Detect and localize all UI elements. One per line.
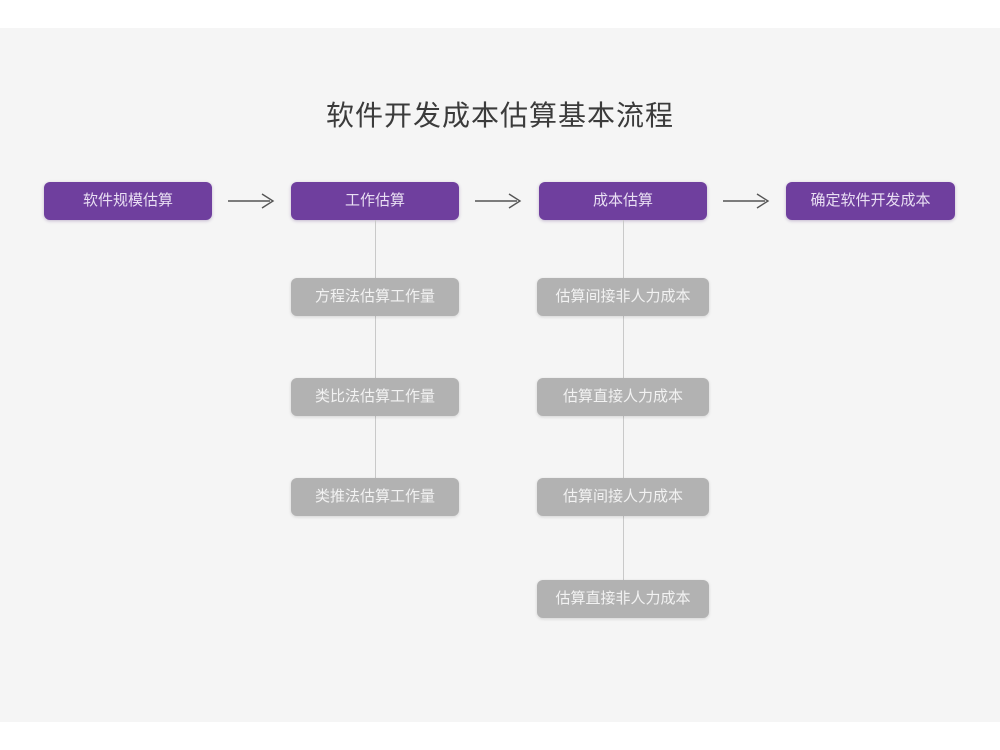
flow-node-step-3[interactable]: 成本估算 (539, 182, 707, 220)
arrow-right-icon-1 (226, 190, 278, 212)
flow-node-cost-4[interactable]: 估算直接非人力成本 (537, 580, 709, 618)
flow-node-step-4[interactable]: 确定软件开发成本 (786, 182, 955, 220)
connector-work-1 (375, 316, 376, 378)
flow-node-work-2[interactable]: 类比法估算工作量 (291, 378, 459, 416)
arrow-right-icon-3 (721, 190, 773, 212)
connector-cost-3 (623, 516, 624, 580)
connector-work-0 (375, 220, 376, 278)
connector-cost-1 (623, 316, 624, 378)
flow-node-step-1[interactable]: 软件规模估算 (44, 182, 212, 220)
connector-cost-2 (623, 416, 624, 478)
connector-work-2 (375, 416, 376, 478)
flow-node-work-1[interactable]: 方程法估算工作量 (291, 278, 459, 316)
diagram-card (0, 28, 1000, 722)
flow-node-cost-2[interactable]: 估算直接人力成本 (537, 378, 709, 416)
flow-node-cost-1[interactable]: 估算间接非人力成本 (537, 278, 709, 316)
flow-node-work-3[interactable]: 类推法估算工作量 (291, 478, 459, 516)
page-title: 软件开发成本估算基本流程 (325, 100, 674, 131)
arrow-right-icon-2 (473, 190, 525, 212)
flow-node-step-2[interactable]: 工作估算 (291, 182, 459, 220)
flow-node-cost-3[interactable]: 估算间接人力成本 (537, 478, 709, 516)
connector-cost-0 (623, 220, 624, 278)
